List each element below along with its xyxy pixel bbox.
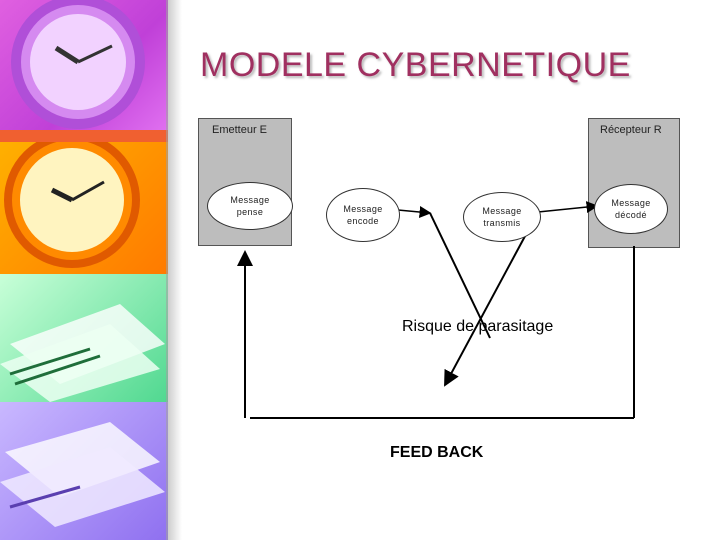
clock-icon — [11, 0, 145, 129]
message-encode-oval: Message encode — [326, 188, 400, 242]
recepteur-label: Récepteur R — [600, 124, 662, 136]
message-pense-text: Message pense — [230, 195, 270, 217]
risque-parasitage-label: Risque de parasitage — [402, 318, 554, 335]
decorative-image-strip — [0, 0, 170, 540]
message-decode-oval: Message décodé — [594, 184, 668, 234]
green-papers-panel — [0, 274, 168, 402]
orange-band — [0, 130, 168, 142]
papers-icon — [0, 304, 165, 402]
noise-line-right — [444, 211, 539, 387]
page-title: MODELE CYBERNETIQUE — [200, 46, 631, 84]
purple-clock-panel — [0, 0, 168, 130]
feedback-label: FEED BACK — [390, 444, 484, 461]
message-transmis-text: Message transmis — [482, 206, 522, 228]
message-encode-text: Message encode — [343, 204, 383, 226]
clock-icon — [4, 142, 140, 268]
message-pense-oval: Message pense — [207, 182, 293, 230]
arrow-encode-transmis — [397, 206, 432, 218]
emetteur-label: Emetteur E — [212, 124, 268, 136]
arrow-transmis-decode — [537, 201, 599, 214]
papers-icon — [0, 422, 165, 527]
strip-shadow — [166, 0, 182, 540]
noise-line-left — [429, 212, 491, 339]
orange-clock-panel — [0, 142, 168, 274]
purple-papers-panel — [0, 402, 168, 540]
message-transmis-oval: Message transmis — [463, 192, 541, 242]
message-decode-text: Message décodé — [611, 198, 651, 220]
